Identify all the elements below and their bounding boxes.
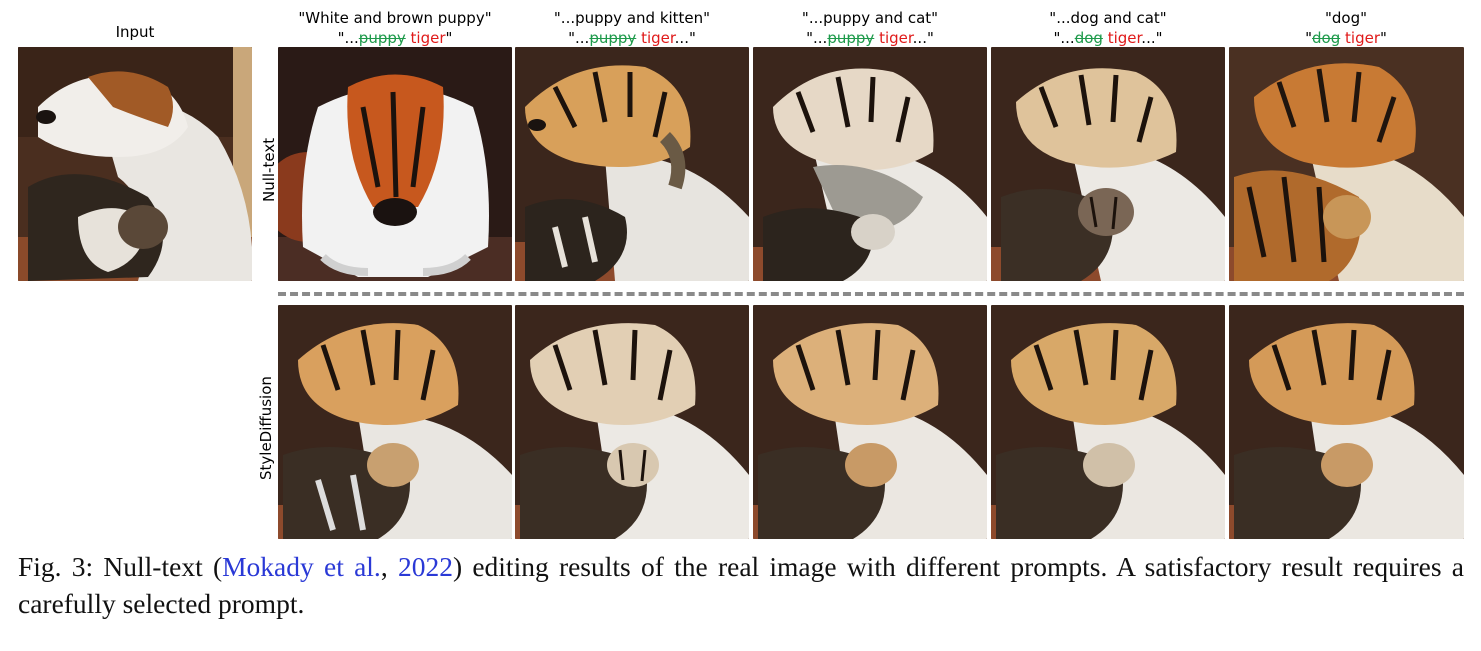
column-header-5: "dog" "dog tiger": [1229, 8, 1463, 48]
prompt-source: "...puppy and cat": [801, 9, 939, 27]
citation-link-year[interactable]: 2022: [397, 551, 453, 582]
input-label: Input: [115, 23, 155, 41]
struck-word: dog: [1074, 29, 1103, 47]
replacement-word: tiger: [410, 29, 446, 47]
struck-word: puppy: [358, 29, 406, 47]
prompt-edit: "...puppy tiger...": [806, 29, 934, 47]
column-header-1: "White and brown puppy" "...puppy tiger": [278, 8, 512, 48]
figure-caption: Fig. 3: Null-text (Mokady et al., 2022) …: [18, 551, 1464, 619]
null-text-result-5: [1229, 47, 1464, 281]
column-header-2: "...puppy and kitten" "...puppy tiger...…: [515, 8, 749, 48]
row-label-stylediffusion: StyleDiffusion: [257, 376, 275, 480]
prompt-source: "dog": [1324, 9, 1368, 27]
replacement-word: tiger: [641, 29, 675, 47]
replacement-word: tiger: [879, 29, 913, 47]
prompt-edit: "...puppy tiger...": [568, 29, 696, 47]
column-header-4: "...dog and cat" "...dog tiger...": [991, 8, 1225, 48]
prompt-source: "...dog and cat": [1049, 9, 1167, 27]
prompt-edit: "dog tiger": [1305, 29, 1387, 47]
stylediffusion-result-5: [1229, 305, 1464, 539]
prompt-source: "White and brown puppy": [298, 9, 492, 27]
null-text-result-2: [515, 47, 749, 281]
struck-word: puppy: [827, 29, 875, 47]
row-label-null-text: Null-text: [260, 137, 278, 202]
stylediffusion-result-2: [515, 305, 749, 539]
row-divider: [278, 292, 1464, 296]
citation-link-author[interactable]: Mokady et al.: [222, 551, 381, 582]
input-image: [18, 47, 252, 281]
null-text-result-3: [753, 47, 987, 281]
prompt-source: "...puppy and kitten": [553, 9, 711, 27]
null-text-result-4: [991, 47, 1225, 281]
replacement-word: tiger: [1345, 29, 1380, 47]
replacement-word: tiger: [1107, 29, 1142, 47]
stylediffusion-result-4: [991, 305, 1225, 539]
stylediffusion-result-3: [753, 305, 987, 539]
prompt-edit: "...dog tiger...": [1053, 29, 1163, 47]
prompt-edit: "...puppy tiger": [337, 29, 453, 47]
stylediffusion-result-1: [278, 305, 512, 539]
null-text-result-1: [278, 47, 512, 281]
struck-word: puppy: [589, 29, 637, 47]
struck-word: dog: [1312, 29, 1341, 47]
column-header-3: "...puppy and cat" "...puppy tiger...": [753, 8, 987, 48]
